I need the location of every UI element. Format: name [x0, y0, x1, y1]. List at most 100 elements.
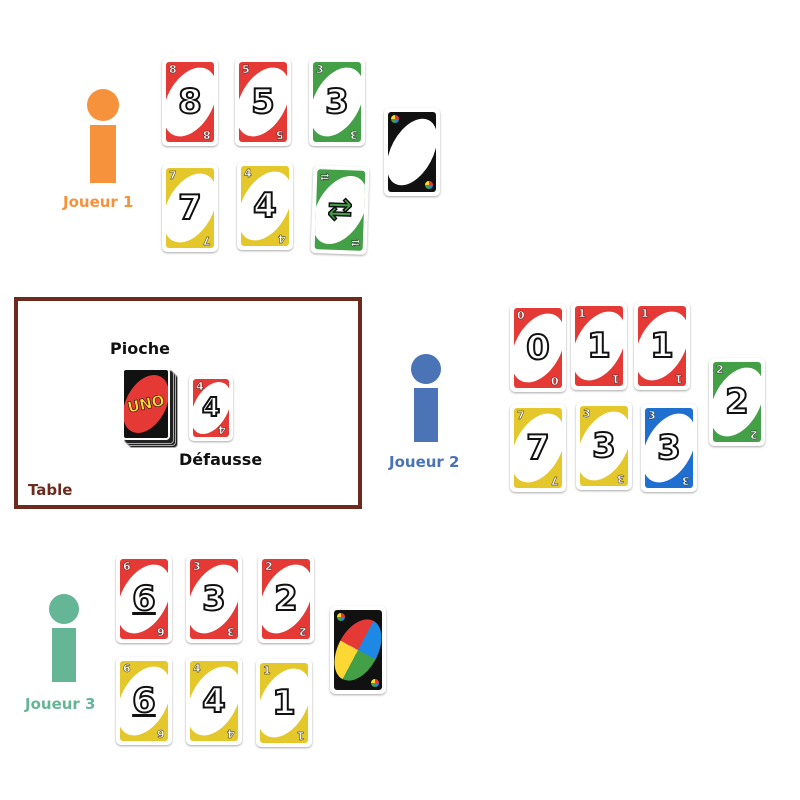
card-face: 3 3 3 [313, 62, 361, 142]
player-2-figure-icon [409, 354, 443, 442]
player-2-label: Joueur 2 [389, 453, 459, 471]
uno-card[interactable]: ⇄ ⇄ ⇄ [310, 165, 369, 255]
wild-corner-icon [337, 613, 345, 621]
card-corner-value: 2 [750, 429, 758, 440]
card-corner-value: 7 [551, 475, 559, 486]
card-value: 4 [241, 189, 289, 223]
wild-corner-icon [371, 679, 379, 687]
draw-pile-label: Pioche [110, 339, 170, 358]
card-value: 6 [120, 582, 168, 616]
card-corner-value: 6 [157, 728, 165, 739]
player-2-head [411, 354, 441, 384]
card-corner-value: 2 [716, 364, 724, 375]
card-face: 3 3 3 [580, 406, 628, 486]
card-corner-value: 3 [583, 408, 591, 419]
card-value: 7 [514, 431, 562, 465]
card-corner-value: 8 [203, 129, 211, 140]
card-corner-value: 6 [123, 561, 131, 572]
card-value: 3 [313, 85, 361, 119]
card-face: 7 7 7 [166, 168, 214, 248]
uno-card[interactable]: 7 7 7 [510, 404, 566, 492]
card-corner-value: 5 [242, 64, 250, 75]
card-corner-value: 4 [193, 663, 201, 674]
draw-pile[interactable]: UNO [122, 368, 176, 446]
card-value: 2 [713, 385, 761, 419]
card-value: 8 [166, 85, 214, 119]
card-corner-value: 3 [227, 626, 235, 637]
card-value: 3 [190, 582, 238, 616]
card-face [388, 112, 436, 192]
card-corner-value: 3 [682, 475, 690, 486]
uno-card[interactable]: 2 2 2 [709, 358, 765, 446]
uno-card[interactable]: 7 7 7 [162, 164, 218, 252]
player-3-figure-icon [48, 594, 82, 682]
card-corner-value: 4 [196, 381, 204, 392]
card-value: 3 [580, 429, 628, 463]
card-value: 4 [193, 395, 229, 421]
player-1-body [90, 125, 116, 183]
card-value: 3 [645, 431, 693, 465]
card-corner-value: ⇄ [320, 171, 330, 182]
uno-card[interactable]: 3 3 3 [641, 404, 697, 492]
card-corner-value: 4 [218, 424, 226, 435]
table-label: Table [28, 481, 72, 499]
card-corner-value: 7 [517, 410, 525, 421]
card-value: 7 [166, 191, 214, 225]
card-corner-value: 1 [297, 730, 305, 741]
card-corner-value: 3 [648, 410, 656, 421]
reverse-icon: ⇄ [315, 194, 364, 226]
card-face: ⇄ ⇄ ⇄ [315, 169, 366, 251]
wild-corner-icon [391, 115, 399, 123]
card-corner-value: 1 [612, 373, 620, 384]
player-2-body [414, 388, 438, 442]
card-corner-value: 1 [578, 308, 586, 319]
uno-card[interactable]: 3 3 3 [576, 402, 632, 490]
card-face [334, 610, 382, 690]
card-corner-value: 3 [316, 64, 324, 75]
card-face: 7 7 7 [514, 408, 562, 488]
uno-card[interactable]: 3 3 3 [309, 58, 365, 146]
table-area: Table [14, 297, 362, 509]
uno-card[interactable]: 4 4 4 [189, 375, 233, 441]
card-value: 2 [262, 582, 310, 616]
card-corner-value: 3 [617, 473, 625, 484]
card-corner-value: 7 [169, 170, 177, 181]
card-corner-value: 0 [551, 375, 559, 386]
card-corner-value: 4 [278, 233, 286, 244]
card-value: 0 [514, 331, 562, 365]
card-corner-value: 3 [350, 129, 358, 140]
card-face: 5 5 5 [239, 62, 287, 142]
card-corner-value: 2 [265, 561, 273, 572]
card-corner-value: 7 [203, 235, 211, 246]
card-value: 6 [120, 684, 168, 718]
card-value: 5 [239, 85, 287, 119]
uno-card-face-down[interactable] [330, 606, 386, 694]
card-face: 3 3 3 [645, 408, 693, 488]
card-face: 2 2 2 [713, 362, 761, 442]
uno-card-face-down[interactable] [384, 108, 440, 196]
player-1-label: Joueur 1 [63, 193, 133, 211]
card-corner-value: 5 [276, 129, 284, 140]
card-corner-value: ⇄ [350, 237, 360, 248]
card-back-oval [388, 112, 436, 192]
wild-corner-icon [425, 181, 433, 189]
uno-card[interactable]: 5 5 5 [235, 58, 291, 146]
